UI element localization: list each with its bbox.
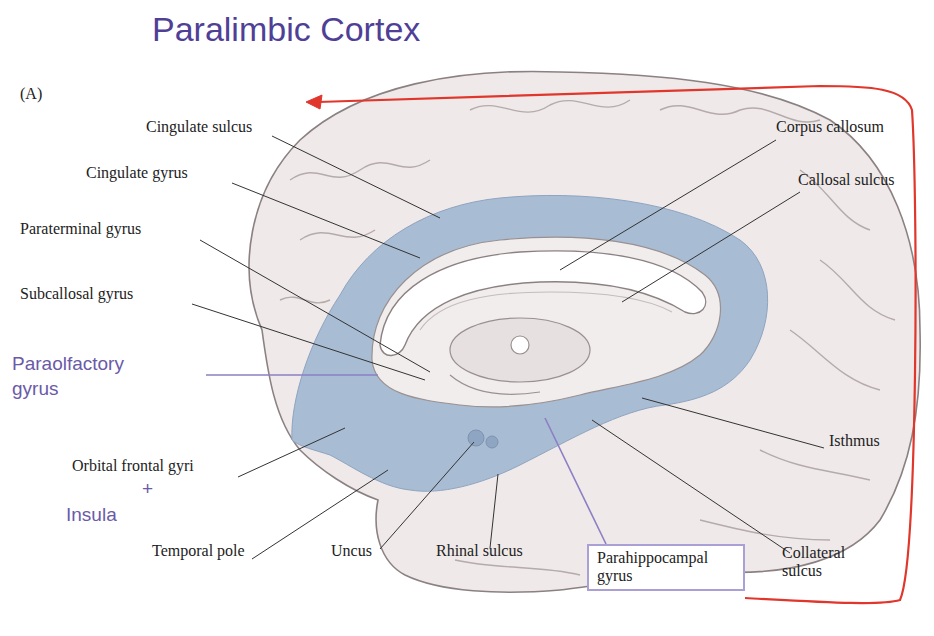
box-text: Parahippocampal gyrus xyxy=(597,549,735,586)
part-name: Rhinal sulcus xyxy=(436,542,523,560)
part-name: Uncus xyxy=(331,542,372,560)
diagram-title: Paralimbic Cortex xyxy=(152,10,420,49)
part-name: Cingulate gyrus xyxy=(86,164,188,182)
title-wrap: Paralimbic Cortex xyxy=(152,10,420,49)
label-wrap: Paraterminal gyrus xyxy=(20,220,141,238)
diencephalon-region xyxy=(372,237,721,407)
label-wrap: Orbital frontal gyri xyxy=(72,457,194,475)
purple-leader-lines xyxy=(206,375,606,544)
label-wrap: Corpus callosum xyxy=(776,118,884,136)
label-wrap: Rhinal sulcus xyxy=(436,542,523,560)
region-label: Insula xyxy=(66,503,117,528)
part-name: Subcallosal gyrus xyxy=(20,285,133,303)
label-box: Parahippocampal gyrus xyxy=(587,544,745,591)
part-name: Orbital frontal gyri xyxy=(72,457,194,475)
paralimbic-belt xyxy=(292,195,768,491)
label-wrap: (A) xyxy=(20,85,42,103)
thalamus-shape xyxy=(450,318,590,382)
region-label: Paraolfactory gyrus xyxy=(12,352,162,401)
label-wrap: Collateral sulcus xyxy=(782,544,872,581)
label-wrap: Cingulate gyrus xyxy=(86,164,188,182)
label-wrap: Callosal sulcus xyxy=(798,171,894,189)
part-name: Callosal sulcus xyxy=(798,171,894,189)
label-wrap: Subcallosal gyrus xyxy=(20,285,133,303)
part-name: Cingulate sulcus xyxy=(146,118,252,136)
gyri-texture xyxy=(280,100,895,575)
arrow-head xyxy=(306,95,322,109)
part-name: Isthmus xyxy=(829,432,880,450)
leader-lines xyxy=(192,136,824,559)
label-wrap: Cingulate sulcus xyxy=(146,118,252,136)
label-wrap: Temporal pole xyxy=(152,542,245,560)
label-wrap: Paraolfactory gyrus xyxy=(12,352,162,401)
panel-letter: (A) xyxy=(20,85,42,103)
label-wrap: + xyxy=(142,477,153,502)
label-wrap: Insula xyxy=(66,503,117,528)
part-name: Paraterminal gyrus xyxy=(20,220,141,238)
label-wrap: Isthmus xyxy=(829,432,880,450)
part-name: Temporal pole xyxy=(152,542,245,560)
label-wrap: Uncus xyxy=(331,542,372,560)
red-loop-arrow xyxy=(318,86,916,603)
part-name: Collateral sulcus xyxy=(782,544,872,581)
part-name: Corpus callosum xyxy=(776,118,884,136)
hemisphere-outline xyxy=(249,71,920,592)
plus-sign: + xyxy=(142,477,153,502)
